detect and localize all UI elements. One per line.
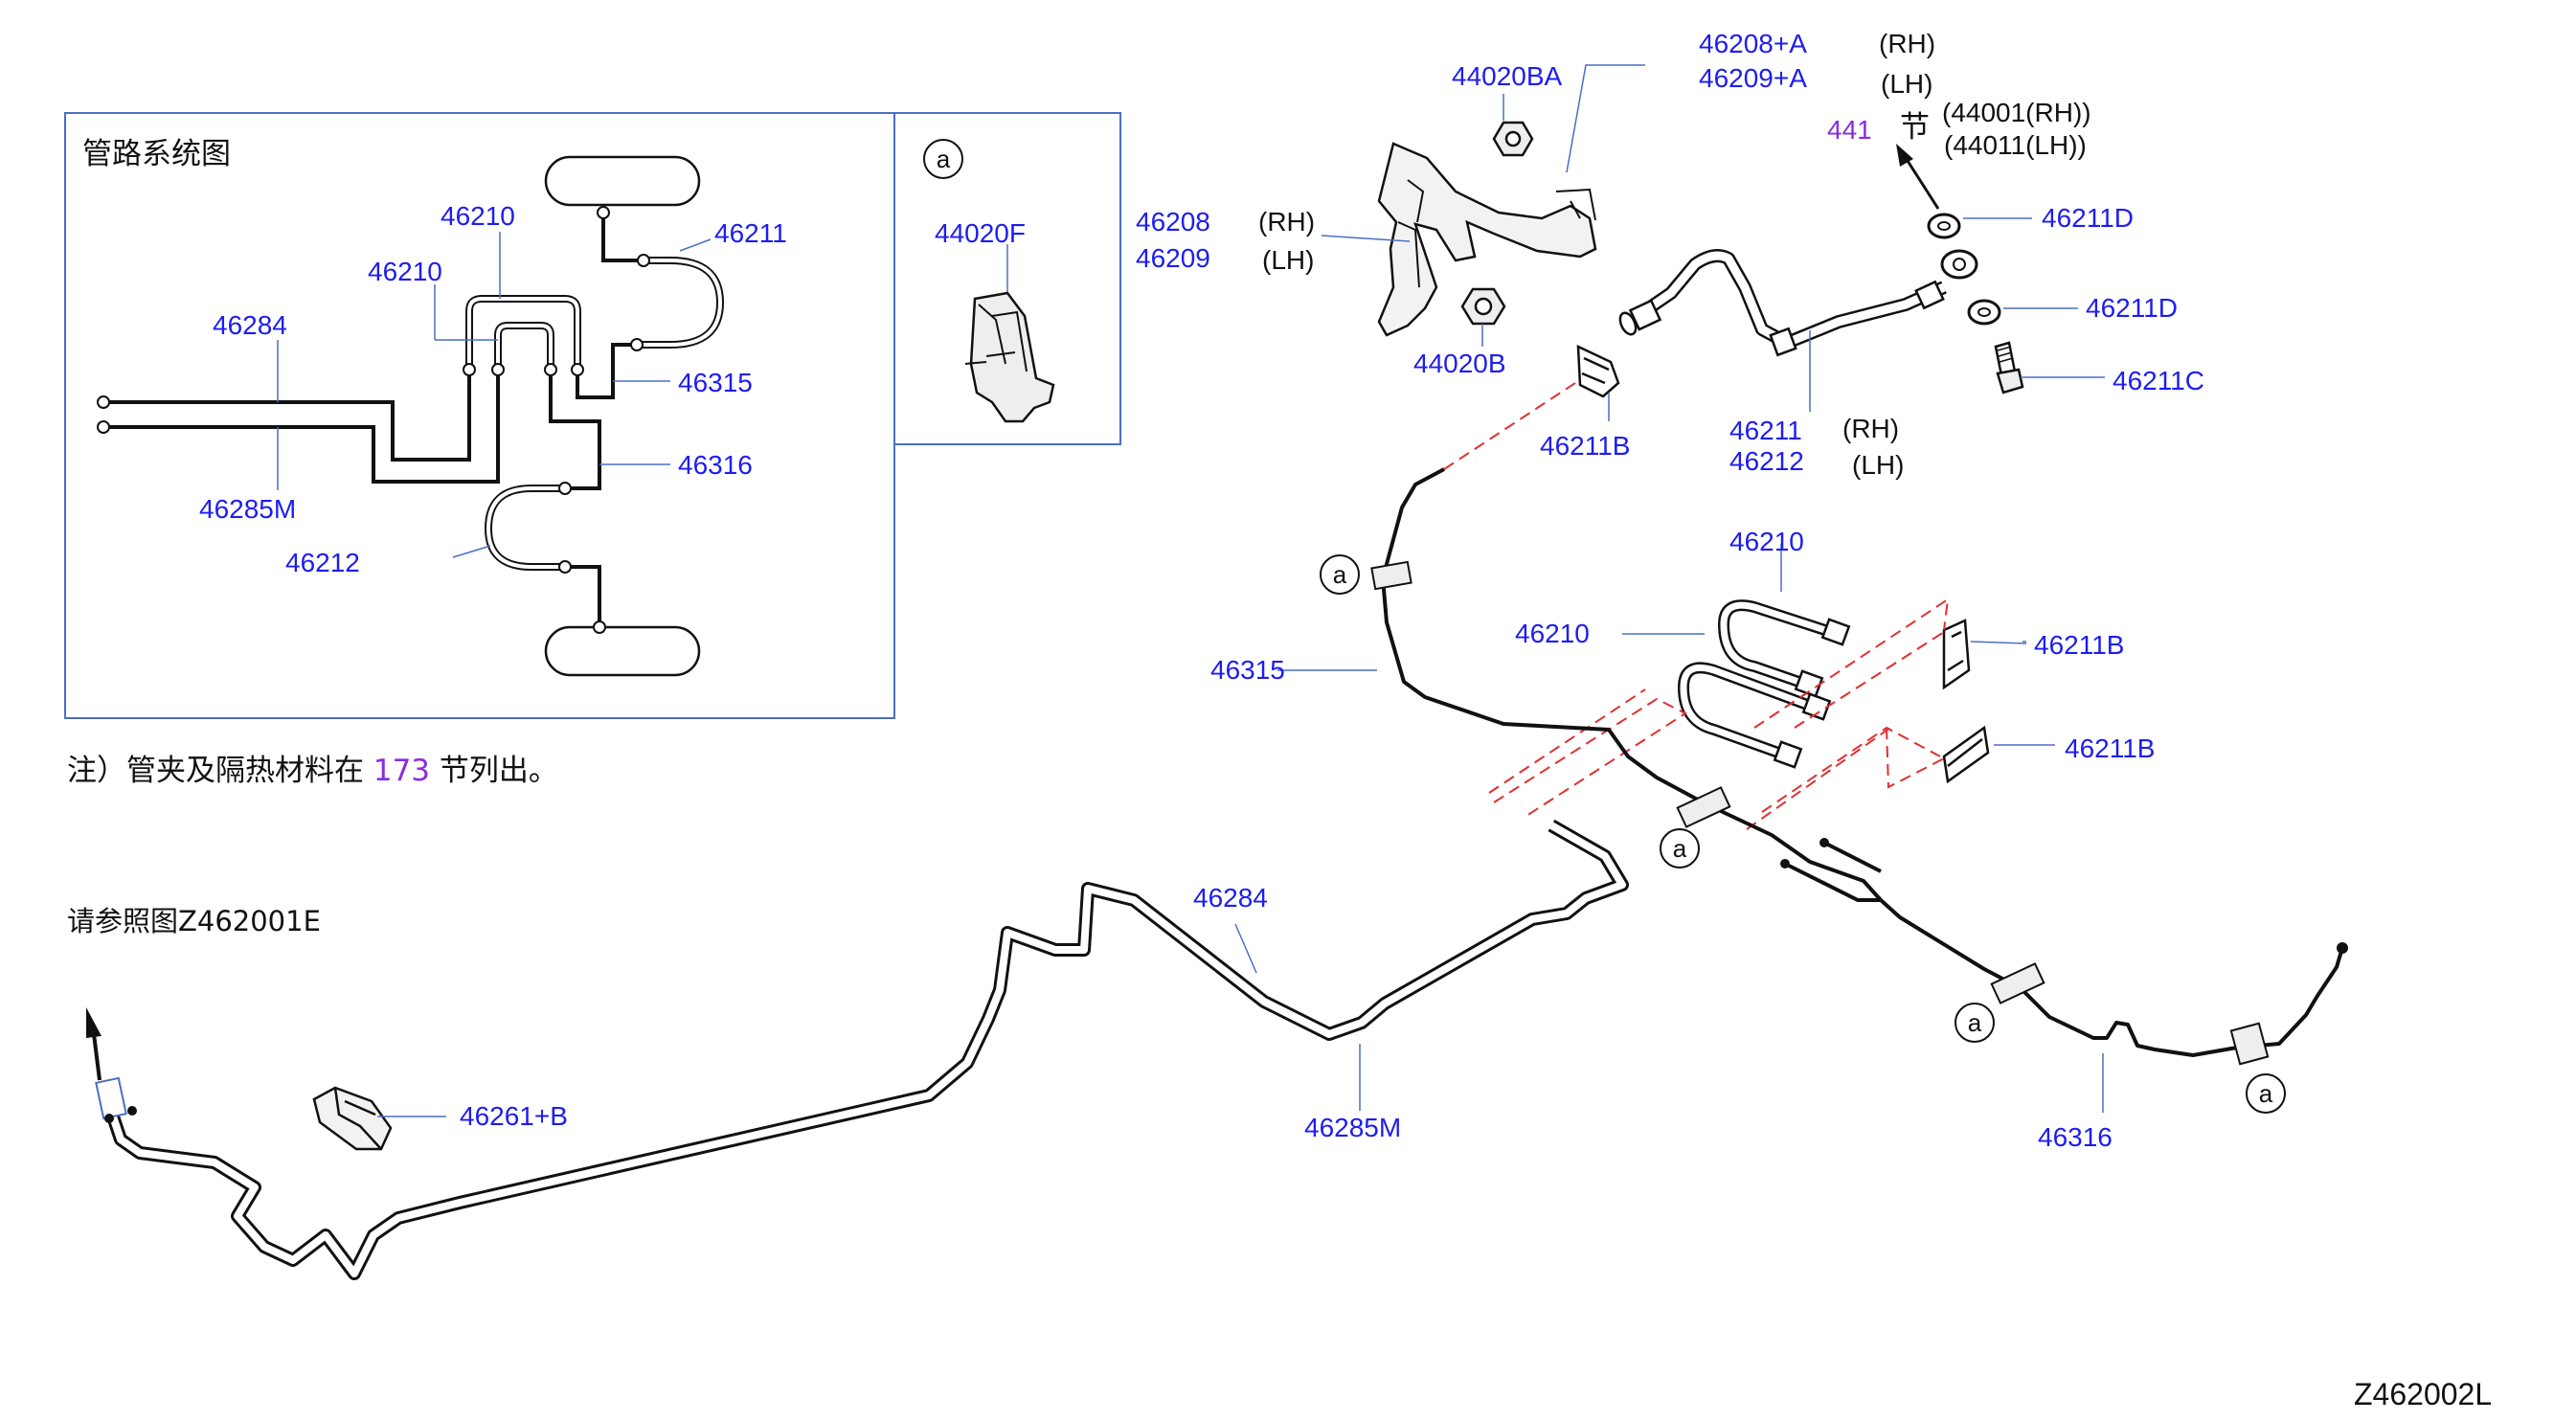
- label-44020b[interactable]: 44020B: [1413, 349, 1506, 378]
- detail-a-marker: [923, 139, 963, 179]
- detail-a-lh: (LH): [1262, 245, 1315, 275]
- label-46285m[interactable]: 46285M: [1304, 1113, 1402, 1142]
- label-46211d-1[interactable]: 46211D: [2042, 203, 2135, 233]
- svg-text:a: a: [1673, 834, 1687, 863]
- detail-a-label-46208[interactable]: 46208: [1136, 207, 1210, 237]
- label-46284[interactable]: 46284: [1193, 883, 1268, 913]
- svg-text:a: a: [2259, 1079, 2273, 1108]
- inset-caliper-top: [544, 155, 701, 207]
- washer-46211d-upper: [1927, 213, 1961, 239]
- label-rh-top: (RH): [1879, 29, 1936, 58]
- label-46211[interactable]: 46211: [1729, 416, 1802, 445]
- detail-a-label-46209[interactable]: 46209: [1136, 243, 1210, 273]
- line-branch-lower: [1788, 864, 1881, 902]
- inset-label-46211[interactable]: 46211: [714, 218, 787, 248]
- clip-46211b-top: [1576, 344, 1620, 398]
- detail-a-clip-44020f: [923, 139, 1055, 423]
- label-46209a[interactable]: 46209+A: [1699, 63, 1807, 93]
- see-also-ref[interactable]: 请参照图Z462001E: [67, 905, 321, 937]
- line-branch-upper: [1823, 841, 1882, 873]
- clamps: [1370, 560, 2270, 1066]
- label-46211b-low[interactable]: 46211B: [2065, 733, 2156, 763]
- nut-44020ba: [1492, 121, 1534, 157]
- inset-caliper-bottom: [544, 625, 701, 677]
- label-46212[interactable]: 46212: [1729, 446, 1804, 476]
- label-46315[interactable]: 46315: [1210, 655, 1285, 685]
- left-end-arrow: [86, 1007, 137, 1123]
- figure-id: Z462002L: [2354, 1377, 2493, 1411]
- label-46210-b[interactable]: 46210: [1515, 619, 1590, 648]
- line-46284-46285m: [104, 819, 1629, 1280]
- clip-46211b-mid: [1942, 619, 1971, 690]
- label-46261b[interactable]: 46261+B: [460, 1101, 568, 1131]
- washer-46211d-lower: [1967, 299, 2001, 326]
- svg-text:a: a: [1333, 560, 1347, 589]
- inset-label-46210-a[interactable]: 46210: [441, 201, 515, 231]
- ref-44001: (44001(RH)): [1942, 98, 2091, 127]
- inset-label-46285m[interactable]: 46285M: [199, 494, 297, 524]
- inset-label-46210-b[interactable]: 46210: [368, 257, 442, 286]
- label-rh-hose: (RH): [1842, 414, 1900, 443]
- svg-text:a: a: [937, 145, 951, 173]
- label-46211c[interactable]: 46211C: [2113, 366, 2205, 395]
- inset-label-46315[interactable]: 46315: [678, 368, 753, 397]
- leaders-main: [377, 64, 2105, 1117]
- detail-a-rh: (RH): [1258, 207, 1316, 237]
- detail-a-frame: [893, 112, 1121, 445]
- reference-arrow-441: [1896, 144, 1940, 210]
- hose-46211: [1618, 249, 1978, 357]
- label-44020ba[interactable]: 44020BA: [1452, 61, 1563, 91]
- label-46211b-mid[interactable]: 46211B: [2034, 630, 2125, 660]
- label-lh-top: (LH): [1881, 69, 1933, 99]
- inset-line-46284: [103, 373, 471, 462]
- line-46315: [1381, 467, 2344, 1057]
- label-46211b-top[interactable]: 46211B: [1540, 431, 1631, 461]
- inset-label-46316[interactable]: 46316: [678, 450, 753, 480]
- svg-text:a: a: [1968, 1008, 1982, 1037]
- label-46316[interactable]: 46316: [2038, 1122, 2113, 1152]
- clamp-marker-text: a a a a a: [937, 145, 2273, 1108]
- inset-title: 管路系统图: [82, 137, 231, 171]
- clamp-markers: [1320, 554, 2286, 1114]
- ref-section-441[interactable]: 441: [1827, 115, 1872, 145]
- inset-line-46285m: [103, 373, 500, 484]
- label-46210-a[interactable]: 46210: [1729, 527, 1804, 556]
- nut-44020b: [1460, 287, 1506, 326]
- label-46211d-2[interactable]: 46211D: [2086, 293, 2179, 323]
- clip-46211b-low: [1942, 725, 1990, 784]
- clip-46261b: [312, 1086, 393, 1151]
- dashed-guides: [1443, 380, 1950, 830]
- note-text: 注）管夹及隔热材料在 173 节列出。: [67, 754, 558, 788]
- bolt-46211c: [1994, 341, 2024, 395]
- ref-44011: (44011(LH)): [1944, 130, 2087, 160]
- bracket-46208: [1377, 121, 1597, 337]
- note-ref-173[interactable]: 173: [373, 754, 431, 788]
- label-46208a[interactable]: 46208+A: [1699, 29, 1807, 58]
- detail-a-label-44020f[interactable]: 44020F: [935, 218, 1026, 248]
- label-lh-hose: (LH): [1852, 450, 1905, 480]
- inset-label-46212[interactable]: 46212: [285, 548, 360, 577]
- tubes-46210: [1677, 599, 1851, 769]
- inset-label-46284[interactable]: 46284: [213, 310, 287, 340]
- inset-system-diagram: [64, 112, 1121, 719]
- ref-section-suffix: 节: [1900, 110, 1930, 145]
